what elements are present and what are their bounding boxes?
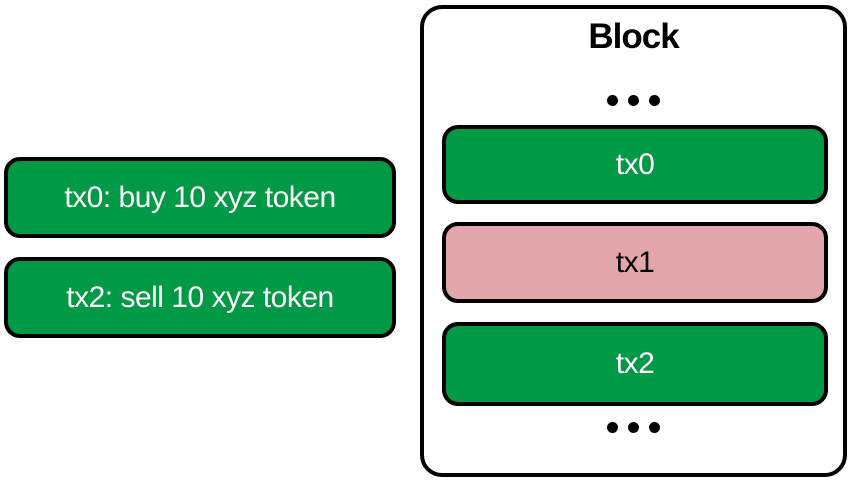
ellipsis-dot: [628, 422, 639, 433]
ellipsis-icon-top: [424, 95, 843, 106]
block-tx-row-tx2: tx2: [442, 322, 828, 406]
ellipsis-dot: [607, 95, 618, 106]
pending-tx-card-buy: tx0: buy 10 xyz token: [4, 157, 396, 238]
block-tx-label: tx2: [615, 347, 655, 380]
pending-tx-label: tx2: sell 10 xyz token: [66, 280, 334, 314]
block-tx-row-tx1: tx1: [442, 222, 828, 303]
ellipsis-dot: [649, 422, 660, 433]
ellipsis-dot: [649, 95, 660, 106]
ellipsis-dot: [628, 95, 639, 106]
block-tx-label: tx0: [615, 147, 655, 181]
ellipsis-icon-bottom: [424, 422, 843, 433]
block-container: Block tx0 tx1 tx2: [420, 5, 847, 477]
block-tx-row-tx0: tx0: [442, 125, 828, 204]
pending-tx-label: tx0: buy 10 xyz token: [64, 180, 336, 214]
block-tx-label: tx1: [615, 245, 655, 279]
block-title: Block: [588, 17, 679, 56]
ellipsis-dot: [607, 422, 618, 433]
pending-tx-card-sell: tx2: sell 10 xyz token: [4, 257, 396, 338]
